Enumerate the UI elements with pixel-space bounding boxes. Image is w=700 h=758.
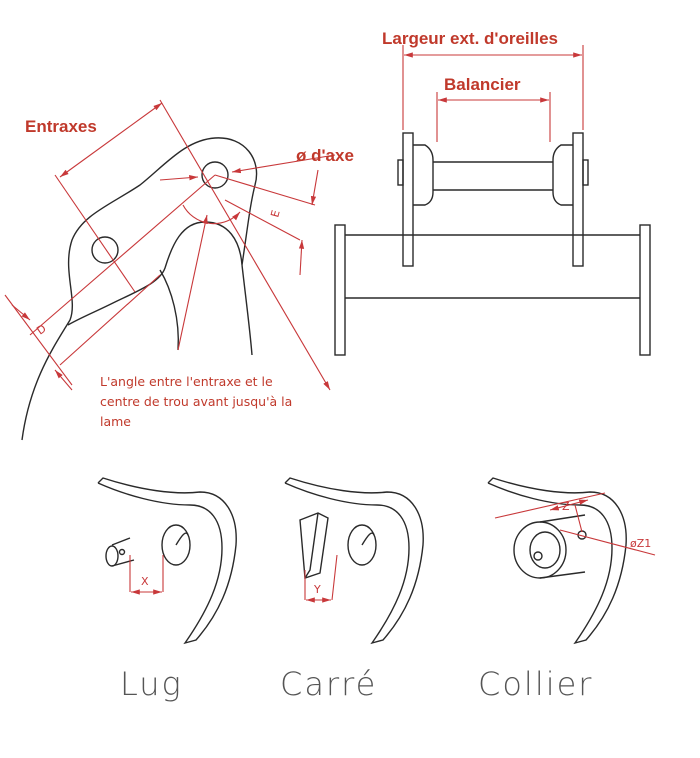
front-view: Largeur ext. d'oreilles Balancier xyxy=(334,29,651,356)
variant-lug-label: Lug xyxy=(120,665,183,703)
left-ear xyxy=(402,132,414,267)
dim-y-label: Y xyxy=(313,583,321,596)
lug-dimensions: Entraxes ø d'axe D E L'angle entre l'ent… xyxy=(4,99,354,429)
angle-note-line3: lame xyxy=(100,414,131,429)
outer-ear-width-label: Largeur ext. d'oreilles xyxy=(382,29,558,48)
rear-hole xyxy=(201,161,229,189)
front-hole xyxy=(91,236,119,264)
dim-z1-label: øZ1 xyxy=(630,537,651,550)
variant-collier-label: Collier xyxy=(478,665,593,703)
right-ear xyxy=(572,132,584,267)
dim-d-label: D xyxy=(34,322,48,338)
balancier-label: Balancier xyxy=(444,75,521,94)
lug-side-view xyxy=(21,137,258,441)
dim-e-label: E xyxy=(268,209,282,219)
variant-lug: X Lug xyxy=(97,477,237,703)
variant-carre: Y Carré xyxy=(280,477,424,703)
dim-x-label: X xyxy=(141,575,149,588)
angle-note-line2: centre de trou avant jusqu'à la xyxy=(100,394,292,409)
entraxes-label: Entraxes xyxy=(25,117,97,136)
angle-note-line1: L'angle entre l'entraxe et le xyxy=(100,374,273,389)
variant-collier: Z øZ1 Collier xyxy=(478,477,656,703)
axis-diameter-label: ø d'axe xyxy=(296,146,354,165)
variant-carre-label: Carré xyxy=(280,665,377,703)
lug-outline xyxy=(21,137,258,441)
dim-z-label: Z xyxy=(562,500,570,513)
